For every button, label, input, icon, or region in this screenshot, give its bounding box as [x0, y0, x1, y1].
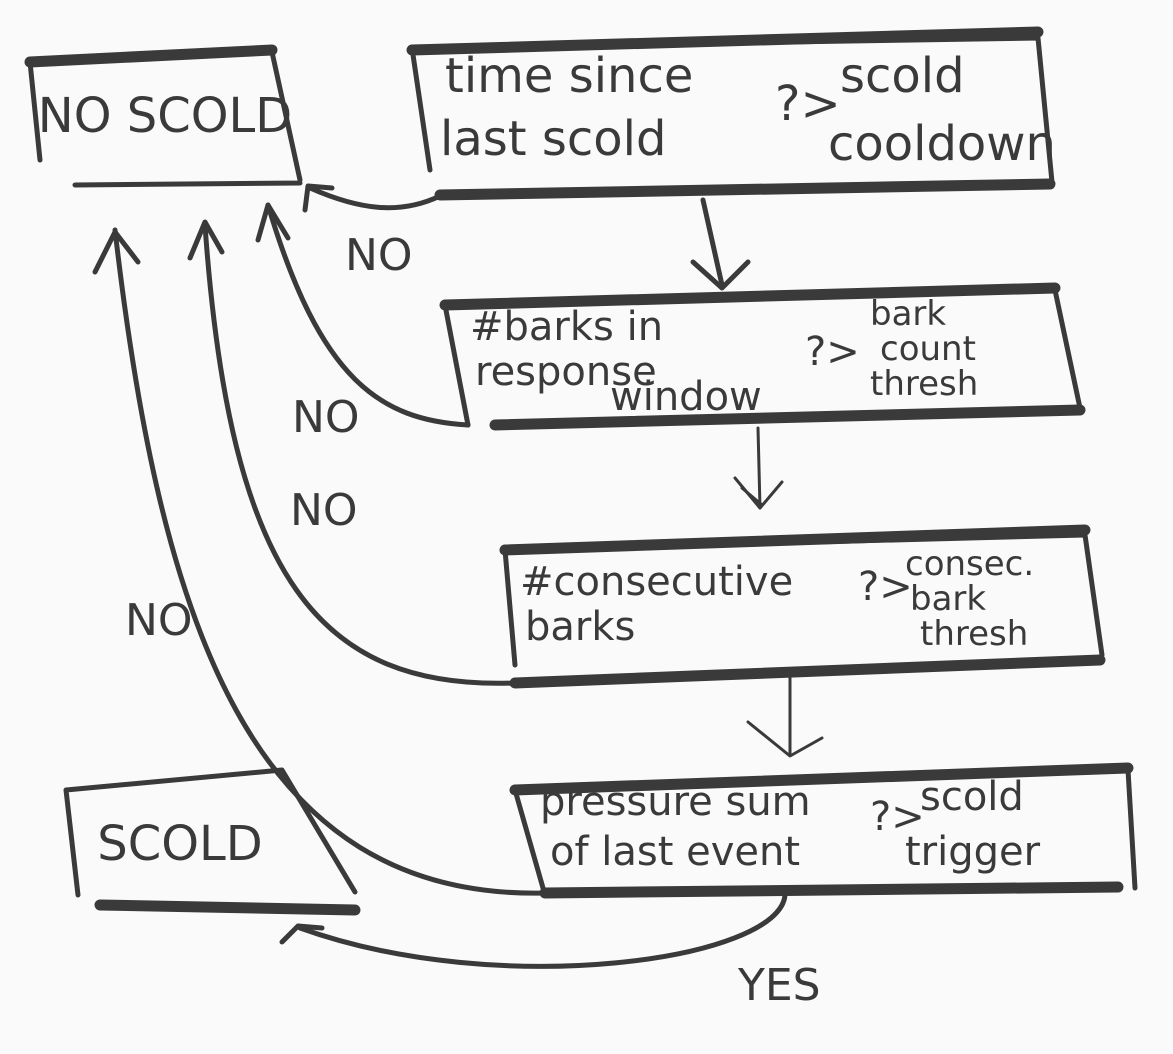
bark-count-left-line-1: #barks in: [470, 304, 663, 350]
node-no-scold: NO SCOLD: [24, 44, 303, 188]
edge-pressure-no: [92, 227, 548, 896]
consecutive-right-line-2: bark: [910, 579, 986, 619]
pressure-operator: ?>: [870, 794, 925, 840]
cooldown-right-line-2: cooldown: [828, 116, 1056, 172]
node-check-pressure: pressure sum of last event ?> scold trig…: [509, 762, 1138, 899]
node-check-cooldown: time since last scold ?> scold cooldown: [406, 26, 1056, 201]
edge-label-yes: YES: [737, 960, 821, 1011]
pressure-left-line-1: pressure sum: [540, 779, 811, 825]
no-scold-label: NO SCOLD: [38, 88, 292, 144]
cooldown-right-line-1: scold: [840, 48, 965, 104]
edge-bark-count-to-consecutive: [733, 426, 784, 510]
cooldown-left-line-1: time since: [445, 48, 693, 104]
node-check-bark-count: #barks in response window ?> bark count …: [439, 282, 1086, 431]
consecutive-left-line-1: #consecutive: [520, 559, 793, 605]
node-check-consecutive: #consecutive barks ?> consec. bark thres…: [499, 524, 1106, 689]
bark-count-right-line-2: count: [880, 329, 976, 369]
edge-cooldown-to-bark-count: [690, 197, 751, 291]
consecutive-right-line-1: consec.: [905, 544, 1034, 584]
bark-count-right-line-3: thresh: [870, 364, 978, 404]
edge-pressure-yes: [279, 892, 788, 969]
pressure-right-line-1: scold: [920, 774, 1024, 820]
edge-label-no-3: NO: [290, 485, 358, 536]
edge-label-no-1: NO: [345, 230, 413, 281]
bark-count-right-line-1: bark: [870, 294, 946, 334]
consecutive-left-line-2: barks: [525, 604, 635, 650]
bark-count-operator: ?>: [805, 329, 860, 375]
bark-count-left-line-2: response: [475, 349, 657, 395]
edge-consecutive-to-pressure: [746, 670, 824, 758]
cooldown-operator: ?>: [775, 76, 841, 132]
edge-consecutive-no: [187, 219, 518, 686]
edge-bark-count-no: [255, 202, 471, 428]
consecutive-operator: ?>: [858, 564, 913, 610]
bark-count-left-line-3: window: [610, 374, 762, 420]
edge-label-no-4: NO: [125, 595, 193, 646]
pressure-right-line-2: trigger: [905, 829, 1041, 875]
node-scold: SCOLD: [63, 767, 361, 916]
consecutive-right-line-3: thresh: [920, 614, 1028, 654]
cooldown-left-line-2: last scold: [440, 111, 666, 167]
edge-cooldown-no: [302, 183, 443, 213]
scold-label: SCOLD: [97, 816, 262, 872]
edge-label-no-2: NO: [292, 392, 360, 443]
pressure-left-line-2: of last event: [550, 829, 800, 875]
